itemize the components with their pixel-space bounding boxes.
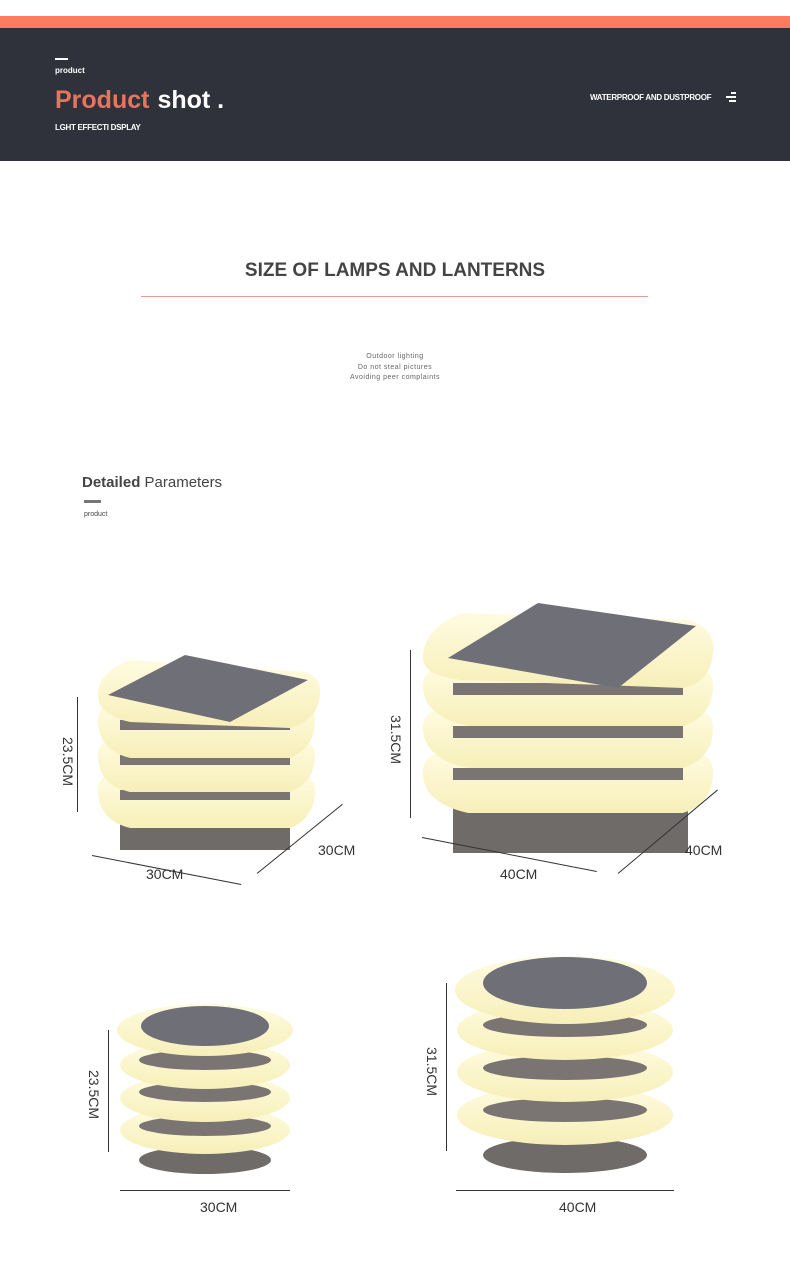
header-title-rest: shot . <box>157 86 225 114</box>
depth-dim-label: 30CM <box>318 842 356 858</box>
params-title-rest: Parameters <box>144 474 223 491</box>
width-dim-label: 30CM <box>146 866 184 882</box>
square-lamp-small-image <box>98 655 321 850</box>
height-dim-label: 31.5CM <box>388 715 404 765</box>
note-line: Outdoor lighting <box>366 353 424 360</box>
params-small-label: product <box>84 511 108 518</box>
width-dim-label: 40CM <box>559 1199 597 1215</box>
height-dim-line <box>77 697 78 812</box>
height-dim-line <box>410 650 411 818</box>
section-divider <box>141 296 648 297</box>
header-banner <box>0 28 790 161</box>
header-small-label: product <box>55 66 85 75</box>
height-dim-line <box>446 983 447 1151</box>
section-notes: Outdoor lighting Do not steal pictures A… <box>0 352 790 384</box>
header-subtitle: LGHT EFFECTI DSPLAY <box>55 123 141 132</box>
menu-lines-icon <box>726 92 736 103</box>
header-title-accent: Product <box>55 86 150 114</box>
height-dim-label: 23.5CM <box>86 1070 102 1120</box>
width-dim-line <box>120 1190 290 1191</box>
square-lamp-large-image <box>423 603 714 853</box>
width-dim-line <box>456 1190 674 1191</box>
round-lamp-small-image <box>117 1004 293 1174</box>
params-title: Detailed Parameters <box>82 474 222 491</box>
round-lamp-large-image <box>455 956 675 1173</box>
width-dim-label: 30CM <box>200 1199 238 1215</box>
params-dash <box>84 500 101 503</box>
height-dim-label: 23.5CM <box>60 737 76 787</box>
width-dim-label: 40CM <box>500 866 538 882</box>
header-dash <box>55 58 68 60</box>
height-dim-label: 31.5CM <box>424 1047 440 1097</box>
height-dim-line <box>108 1030 109 1152</box>
note-line: Do not steal pictures <box>357 363 433 371</box>
section-title: SIZE OF LAMPS AND LANTERNS <box>244 260 546 281</box>
depth-dim-label: 40CM <box>685 842 723 858</box>
note-line: Avoiding peer complaints <box>349 374 441 381</box>
params-title-bold: Detailed <box>82 474 141 491</box>
header-right-label: WATERPROOF AND DUSTPROOF <box>590 93 712 102</box>
top-accent-stripe <box>0 16 790 28</box>
